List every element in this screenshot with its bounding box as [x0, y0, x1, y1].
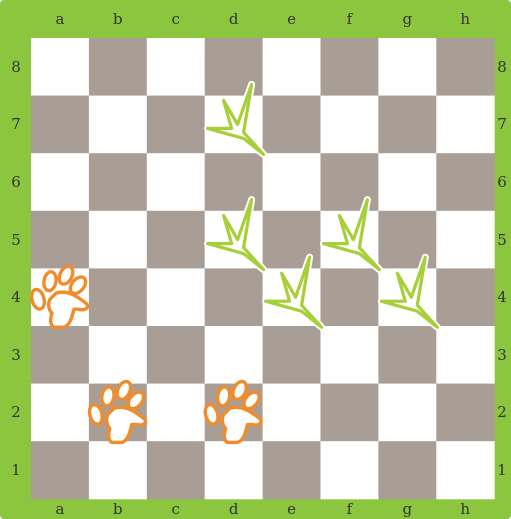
square-g2[interactable] — [378, 384, 436, 442]
square-e1[interactable] — [263, 441, 321, 499]
square-b4[interactable] — [89, 268, 147, 326]
square-h7[interactable] — [436, 96, 494, 154]
square-f1[interactable] — [321, 441, 379, 499]
square-c8[interactable] — [147, 38, 205, 96]
square-d1[interactable] — [205, 441, 263, 499]
square-h2[interactable] — [436, 384, 494, 442]
square-d3[interactable] — [205, 326, 263, 384]
square-b3[interactable] — [89, 326, 147, 384]
square-g1[interactable] — [378, 441, 436, 499]
square-f4[interactable] — [321, 268, 379, 326]
square-h6[interactable] — [436, 153, 494, 211]
square-b1[interactable] — [89, 441, 147, 499]
square-h3[interactable] — [436, 326, 494, 384]
square-g8[interactable] — [378, 38, 436, 96]
square-e3[interactable] — [263, 326, 321, 384]
square-h4[interactable] — [436, 268, 494, 326]
square-c7[interactable] — [147, 96, 205, 154]
square-c5[interactable] — [147, 211, 205, 269]
square-c3[interactable] — [147, 326, 205, 384]
square-c2[interactable] — [147, 384, 205, 442]
square-b8[interactable] — [89, 38, 147, 96]
square-c4[interactable] — [147, 268, 205, 326]
square-a3[interactable] — [31, 326, 89, 384]
square-h8[interactable] — [436, 38, 494, 96]
square-e7[interactable] — [263, 96, 321, 154]
square-a1[interactable] — [31, 441, 89, 499]
square-a6[interactable] — [31, 153, 89, 211]
square-a5[interactable] — [31, 211, 89, 269]
square-g7[interactable] — [378, 96, 436, 154]
square-f3[interactable] — [321, 326, 379, 384]
square-b7[interactable] — [89, 96, 147, 154]
square-g3[interactable] — [378, 326, 436, 384]
square-c6[interactable] — [147, 153, 205, 211]
square-a2[interactable] — [31, 384, 89, 442]
square-e2[interactable] — [263, 384, 321, 442]
square-e6[interactable] — [263, 153, 321, 211]
square-f7[interactable] — [321, 96, 379, 154]
square-e8[interactable] — [263, 38, 321, 96]
square-g6[interactable] — [378, 153, 436, 211]
square-h5[interactable] — [436, 211, 494, 269]
square-h1[interactable] — [436, 441, 494, 499]
square-b5[interactable] — [89, 211, 147, 269]
square-a7[interactable] — [31, 96, 89, 154]
square-d4[interactable] — [205, 268, 263, 326]
square-f8[interactable] — [321, 38, 379, 96]
square-c1[interactable] — [147, 441, 205, 499]
square-f2[interactable] — [321, 384, 379, 442]
square-b6[interactable] — [89, 153, 147, 211]
square-a8[interactable] — [31, 38, 89, 96]
